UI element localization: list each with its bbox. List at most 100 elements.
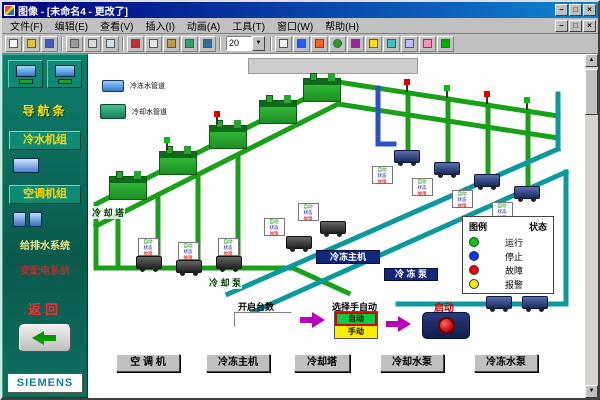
- menu-animation[interactable]: 动画(A): [186, 22, 221, 33]
- menu-help[interactable]: 帮助(H): [325, 22, 360, 33]
- ahu-unit[interactable]: [394, 150, 420, 166]
- menu-view[interactable]: 查看(V): [100, 22, 134, 33]
- image-tool-icon[interactable]: [383, 35, 400, 52]
- freeze-pump-label-bar[interactable]: 冷 冻 泵: [384, 268, 438, 281]
- close-button[interactable]: ×: [583, 4, 596, 16]
- copy-icon[interactable]: [145, 35, 162, 52]
- ahu-plant-thumbnail[interactable]: [47, 60, 82, 88]
- back-label: 返回: [27, 302, 62, 317]
- ahu-unit[interactable]: [514, 186, 540, 202]
- ahu-small-image: [13, 158, 39, 173]
- cooling-tower[interactable]: [209, 120, 247, 149]
- menu-edit[interactable]: 编辑(E): [54, 22, 89, 33]
- nav-button-chiller[interactable]: 冷冻主机: [206, 354, 270, 372]
- manual-button[interactable]: 手动: [335, 326, 377, 338]
- find-icon[interactable]: [102, 35, 119, 52]
- redo-icon[interactable]: [199, 35, 216, 52]
- cooling-water-chip: [100, 104, 126, 119]
- print-icon[interactable]: [66, 35, 83, 52]
- print-preview-icon[interactable]: [84, 35, 101, 52]
- maximize-button[interactable]: □: [569, 4, 582, 16]
- monitor-icon: [16, 65, 36, 77]
- cooling-pump-unit[interactable]: [216, 256, 242, 272]
- sidebar-item-water-system[interactable]: 给排水系统: [20, 241, 70, 252]
- animation-tool-icon[interactable]: [419, 35, 436, 52]
- run-icon[interactable]: [437, 35, 454, 52]
- freeze-pump-unit[interactable]: [522, 296, 548, 312]
- back-button[interactable]: [19, 324, 71, 352]
- select-tool-icon[interactable]: [275, 35, 292, 52]
- scroll-track[interactable]: [585, 67, 598, 385]
- save-icon[interactable]: [41, 35, 58, 52]
- chiller-plant-thumbnail[interactable]: [8, 60, 43, 88]
- chilled-water-chip: [102, 80, 124, 92]
- sidebar-item-ahu-units[interactable]: 空调机组: [9, 185, 81, 204]
- sidebar-item-chiller-units[interactable]: 冷水机组: [9, 131, 81, 150]
- paste-icon[interactable]: [163, 35, 180, 52]
- menu-file[interactable]: 文件(F): [10, 22, 43, 33]
- machine-base-icon: [19, 79, 33, 84]
- scroll-down-icon[interactable]: ▼: [585, 385, 598, 398]
- monitor-icon: [55, 65, 75, 77]
- mdi-minimize-button[interactable]: –: [555, 19, 568, 32]
- auto-button[interactable]: 自动: [335, 312, 377, 326]
- line-tool-icon[interactable]: [293, 35, 310, 52]
- start-button[interactable]: [437, 317, 455, 334]
- mdi-restore-button[interactable]: □: [569, 19, 582, 32]
- new-icon[interactable]: [5, 35, 22, 52]
- scroll-up-icon[interactable]: ▲: [585, 54, 598, 67]
- fault-status-dot: [469, 265, 479, 275]
- sidebar-item-power-system[interactable]: 变配电系统: [20, 266, 70, 277]
- menu-window[interactable]: 窗口(W): [277, 22, 314, 33]
- alarm-status-dot: [469, 279, 479, 289]
- start-count-label: 开启台数: [238, 302, 275, 312]
- start-count-input[interactable]: [234, 312, 292, 327]
- minimize-button[interactable]: –: [555, 4, 568, 16]
- zoom-combo[interactable]: 20 ▼: [226, 36, 265, 51]
- piping-network: [92, 79, 570, 316]
- app-icon: [4, 4, 15, 16]
- pump-status-tag: 自动 状态 故障: [178, 242, 199, 261]
- cooling-pump-unit[interactable]: [136, 256, 162, 272]
- nav-button-cooling-pump[interactable]: 冷却水泵: [380, 354, 444, 372]
- menu-insert[interactable]: 插入(I): [145, 22, 175, 33]
- button-tool-icon[interactable]: [401, 35, 418, 52]
- cut-icon[interactable]: [127, 35, 144, 52]
- cooling-tower-label: 冷 却 塔: [91, 206, 126, 219]
- legend-title: 图例: [469, 222, 488, 232]
- legend-stop-label: 停止: [505, 251, 524, 262]
- menu-tools[interactable]: 工具(T): [232, 22, 266, 33]
- ellipse-tool-icon[interactable]: [329, 35, 346, 52]
- chilled-pump-unit[interactable]: [320, 221, 346, 237]
- cooling-tower[interactable]: [259, 95, 297, 124]
- nav-button-chilled-pump[interactable]: 冷冻水泵: [474, 354, 538, 372]
- cooling-tower[interactable]: [159, 146, 197, 175]
- scroll-thumb[interactable]: [585, 69, 598, 115]
- ahu-unit[interactable]: [474, 174, 500, 190]
- zoom-value[interactable]: 20: [226, 36, 252, 51]
- nav-button-cooling-tower[interactable]: 冷却塔: [294, 354, 350, 372]
- title-bar: 图像 - [未命名4 - 更改了] – □ ×: [2, 2, 598, 18]
- rectangle-tool-icon[interactable]: [311, 35, 328, 52]
- ahu-unit[interactable]: [434, 162, 460, 178]
- chevron-down-icon[interactable]: ▼: [252, 36, 265, 51]
- pump-status-tag: 自动 状态 故障: [452, 190, 473, 209]
- freeze-pump-unit[interactable]: [486, 296, 512, 312]
- chilled-pump-unit[interactable]: [286, 236, 312, 252]
- vertical-scrollbar[interactable]: ▲ ▼: [585, 54, 598, 398]
- polygon-tool-icon[interactable]: [347, 35, 364, 52]
- chiller-label-bar[interactable]: 冷冻主机: [316, 250, 380, 264]
- status-flag-icon: [524, 97, 530, 110]
- cooling-water-chip-label: 冷却水管道: [132, 109, 167, 116]
- text-tool-icon[interactable]: [365, 35, 382, 52]
- cooling-tower[interactable]: [109, 171, 147, 200]
- cooling-pump-unit[interactable]: [176, 260, 202, 276]
- nav-button-ahu[interactable]: 空 调 机: [116, 354, 180, 372]
- mdi-close-button[interactable]: ×: [583, 19, 596, 32]
- legend-status-title: 状态: [528, 222, 547, 232]
- cooling-tower[interactable]: [303, 73, 341, 102]
- undo-icon[interactable]: [181, 35, 198, 52]
- open-icon[interactable]: [23, 35, 40, 52]
- toolbar: 20 ▼: [2, 34, 598, 54]
